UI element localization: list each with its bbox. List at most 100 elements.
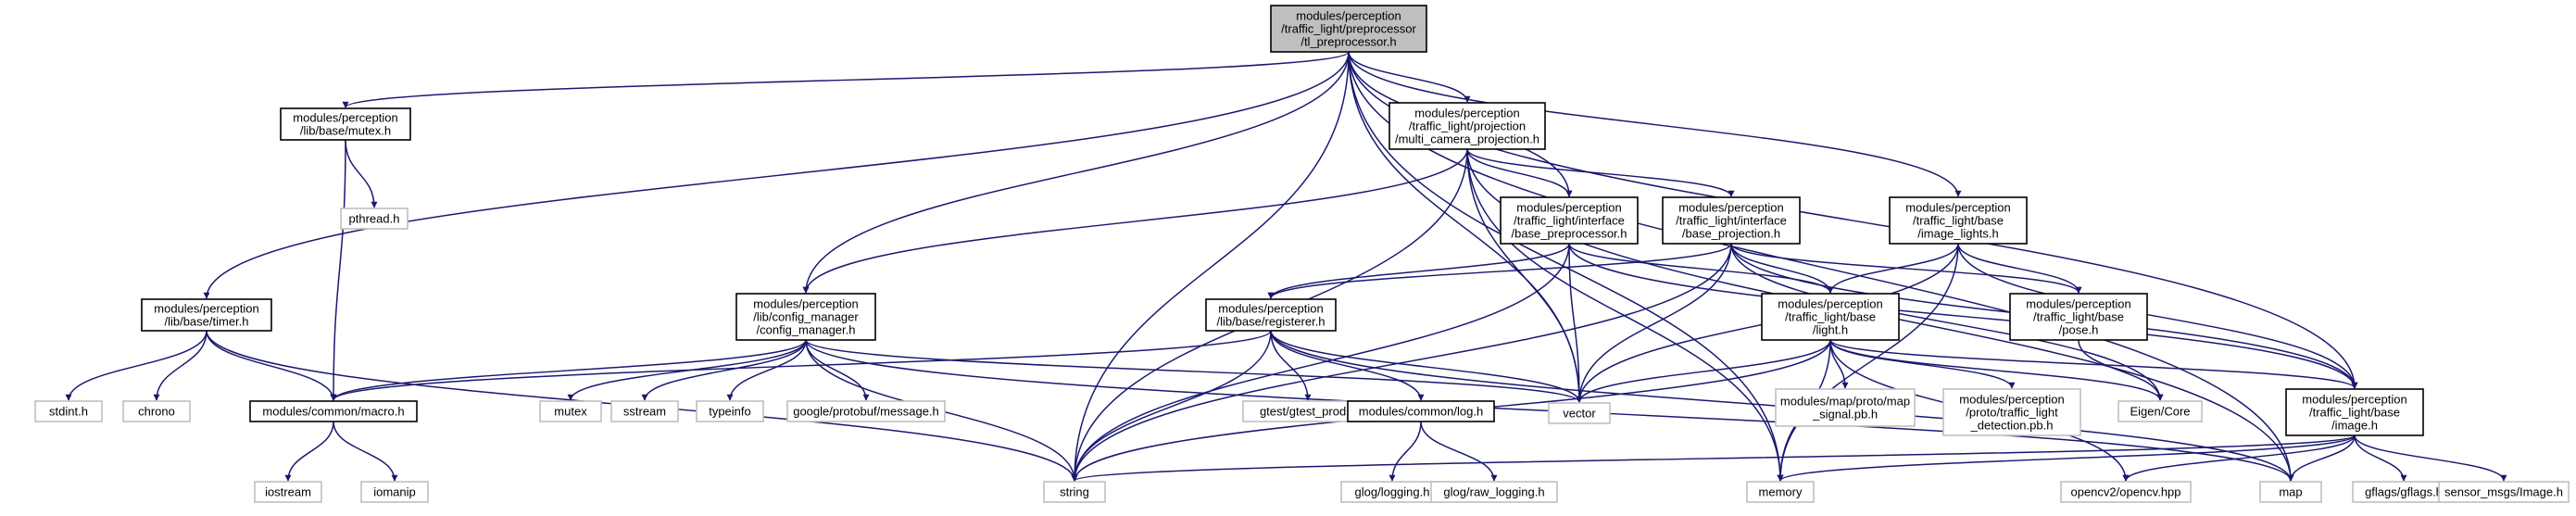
node-pose[interactable]: modules/perception/traffic_light/base/po… — [2009, 293, 2148, 341]
edge-registerer-to-macro — [330, 330, 1272, 401]
node-label: google/protobuf/message.h — [793, 405, 939, 419]
node-base-proj[interactable]: modules/perception/traffic_light/interfa… — [1662, 196, 1801, 245]
edge-timer-to-macro — [206, 330, 337, 401]
node-opencv: opencv2/opencv.hpp — [2060, 481, 2192, 503]
edge-image_lights-to-image_h — [1957, 243, 2358, 389]
node-mutex-sys: mutex — [539, 400, 602, 422]
edge-base_proj-to-vector — [1576, 243, 1732, 403]
node-label: sensor_msgs/Image.h — [2444, 485, 2563, 499]
edge-light-to-eigen — [1829, 339, 2164, 401]
node-memory: memory — [1746, 481, 1815, 503]
node-label: modules/perception/proto/traffic_light_d… — [1959, 393, 2064, 433]
node-label: modules/perception/lib/base/mutex.h — [293, 111, 397, 138]
node-box — [2259, 481, 2322, 503]
node-label: modules/perception/traffic_light/project… — [1395, 107, 1539, 146]
edge-mcp-to-config_mgr — [802, 148, 1468, 294]
node-image-lights[interactable]: modules/perception/traffic_light/base/im… — [1889, 196, 2028, 245]
node-map-signal: modules/map/proto/map_signal.pb.h — [1775, 388, 1916, 427]
node-config-mgr[interactable]: modules/perception/lib/config_manager/co… — [735, 293, 876, 341]
node-mcp[interactable]: modules/perception/traffic_light/project… — [1389, 102, 1546, 150]
edge-registerer-to-vector — [1270, 330, 1583, 403]
edge-image_h-to-sensor_img — [2354, 434, 2507, 482]
node-mutex-h[interactable]: modules/perception/lib/base/mutex.h — [280, 107, 411, 141]
node-box — [2009, 293, 2148, 341]
node-box — [1500, 196, 1639, 245]
edge-image_h-to-opencv — [2122, 434, 2356, 482]
node-log-h[interactable]: modules/common/log.h — [1347, 400, 1495, 422]
edge-macro-to-iostream — [284, 421, 334, 482]
node-box — [1270, 5, 1427, 53]
node-glog-logging: glog/logging.h — [1340, 481, 1444, 503]
node-label: modules/common/log.h — [1359, 405, 1483, 419]
edge-base_proj-to-registerer — [1267, 243, 1732, 299]
edge-mutex_h-to-pthread — [345, 139, 378, 208]
edge-image_lights-to-memory — [1777, 243, 1959, 482]
node-vector: vector — [1548, 402, 1611, 424]
edge-mcp-to-vector — [1466, 148, 1583, 403]
node-tl-pre[interactable]: modules/perception/traffic_light/preproc… — [1270, 5, 1427, 53]
node-box — [1347, 400, 1495, 422]
node-box — [1775, 388, 1916, 427]
node-box — [1548, 402, 1611, 424]
edge-base_proj-to-pose — [1730, 243, 2082, 294]
node-label: string — [1060, 485, 1089, 499]
node-registerer[interactable]: modules/perception/lib/base/registerer.h — [1205, 298, 1337, 332]
node-box — [1761, 293, 1900, 341]
node-box — [1043, 481, 1106, 503]
edge-base_pre-to-image_h — [1568, 243, 2358, 389]
node-label: iostream — [265, 485, 311, 499]
node-label: pthread.h — [349, 212, 400, 226]
edge-pose-to-eigen — [2078, 339, 2164, 401]
node-box — [2438, 481, 2570, 503]
node-label: opencv2/opencv.hpp — [2070, 485, 2180, 499]
edge-config_mgr-to-typeinfo — [726, 339, 807, 401]
node-box — [696, 400, 764, 422]
node-eigen: Eigen/Core — [2117, 400, 2203, 422]
node-box — [539, 400, 602, 422]
node-light[interactable]: modules/perception/traffic_light/base/li… — [1761, 293, 1900, 341]
node-label: modules/perception/lib/base/registerer.h — [1216, 302, 1325, 329]
node-box — [786, 400, 946, 422]
edge-timer-to-stdint — [65, 330, 207, 401]
node-label: stdint.h — [49, 405, 88, 419]
edge-tl_pre-to-string — [1071, 51, 1350, 482]
node-box — [280, 107, 411, 141]
edge-light-to-image_h — [1829, 339, 2358, 389]
node-label: modules/perception/traffic_light/preproc… — [1281, 9, 1416, 49]
node-label: modules/perception/traffic_light/interfa… — [1676, 201, 1787, 241]
edge-base_proj-to-light — [1730, 243, 1834, 294]
node-box — [1205, 298, 1337, 332]
node-box — [1746, 481, 1815, 503]
node-label: gtest/gtest_prod.h — [1260, 405, 1356, 419]
node-label: iomanip — [373, 485, 416, 499]
node-gtest-prod: gtest/gtest_prod.h — [1242, 400, 1374, 422]
node-chrono: chrono — [122, 400, 191, 422]
edge-registerer-to-gtest_prod — [1270, 330, 1312, 401]
node-gpb-msg: google/protobuf/message.h — [786, 400, 946, 422]
edge-tl_pre-to-timer — [203, 51, 1350, 299]
node-macro[interactable]: modules/common/macro.h — [249, 400, 418, 422]
node-label: modules/perception/traffic_light/base/im… — [2302, 393, 2406, 433]
edge-mutex_h-to-macro — [330, 139, 346, 401]
node-label: chrono — [138, 405, 175, 419]
edge-image_lights-to-pose — [1957, 243, 2082, 294]
node-base-pre[interactable]: modules/perception/traffic_light/interfa… — [1500, 196, 1639, 245]
node-string: string — [1043, 481, 1106, 503]
edge-mcp-to-base_proj — [1466, 148, 1735, 197]
edge-image_h-to-gflags — [2354, 434, 2407, 482]
edge-base_pre-to-vector — [1568, 243, 1583, 403]
node-image-h[interactable]: modules/perception/traffic_light/base/im… — [2285, 388, 2424, 436]
edge-macro-to-iomanip — [333, 421, 398, 482]
node-label: glog/raw_logging.h — [1443, 485, 1544, 499]
node-box — [1430, 481, 1558, 503]
node-timer[interactable]: modules/perception/lib/base/timer.h — [141, 298, 272, 332]
dependency-nodes: modules/perception/traffic_light/preproc… — [34, 5, 2570, 503]
dependency-edges — [65, 51, 2507, 482]
node-map-sys: map — [2259, 481, 2322, 503]
node-label: Eigen/Core — [2130, 405, 2190, 419]
edge-base_pre-to-registerer — [1267, 243, 1570, 299]
edge-base_pre-to-string — [1071, 243, 1570, 482]
node-box — [340, 208, 408, 230]
edge-config_mgr-to-vector — [805, 339, 1583, 403]
node-sstream: sstream — [610, 400, 679, 422]
